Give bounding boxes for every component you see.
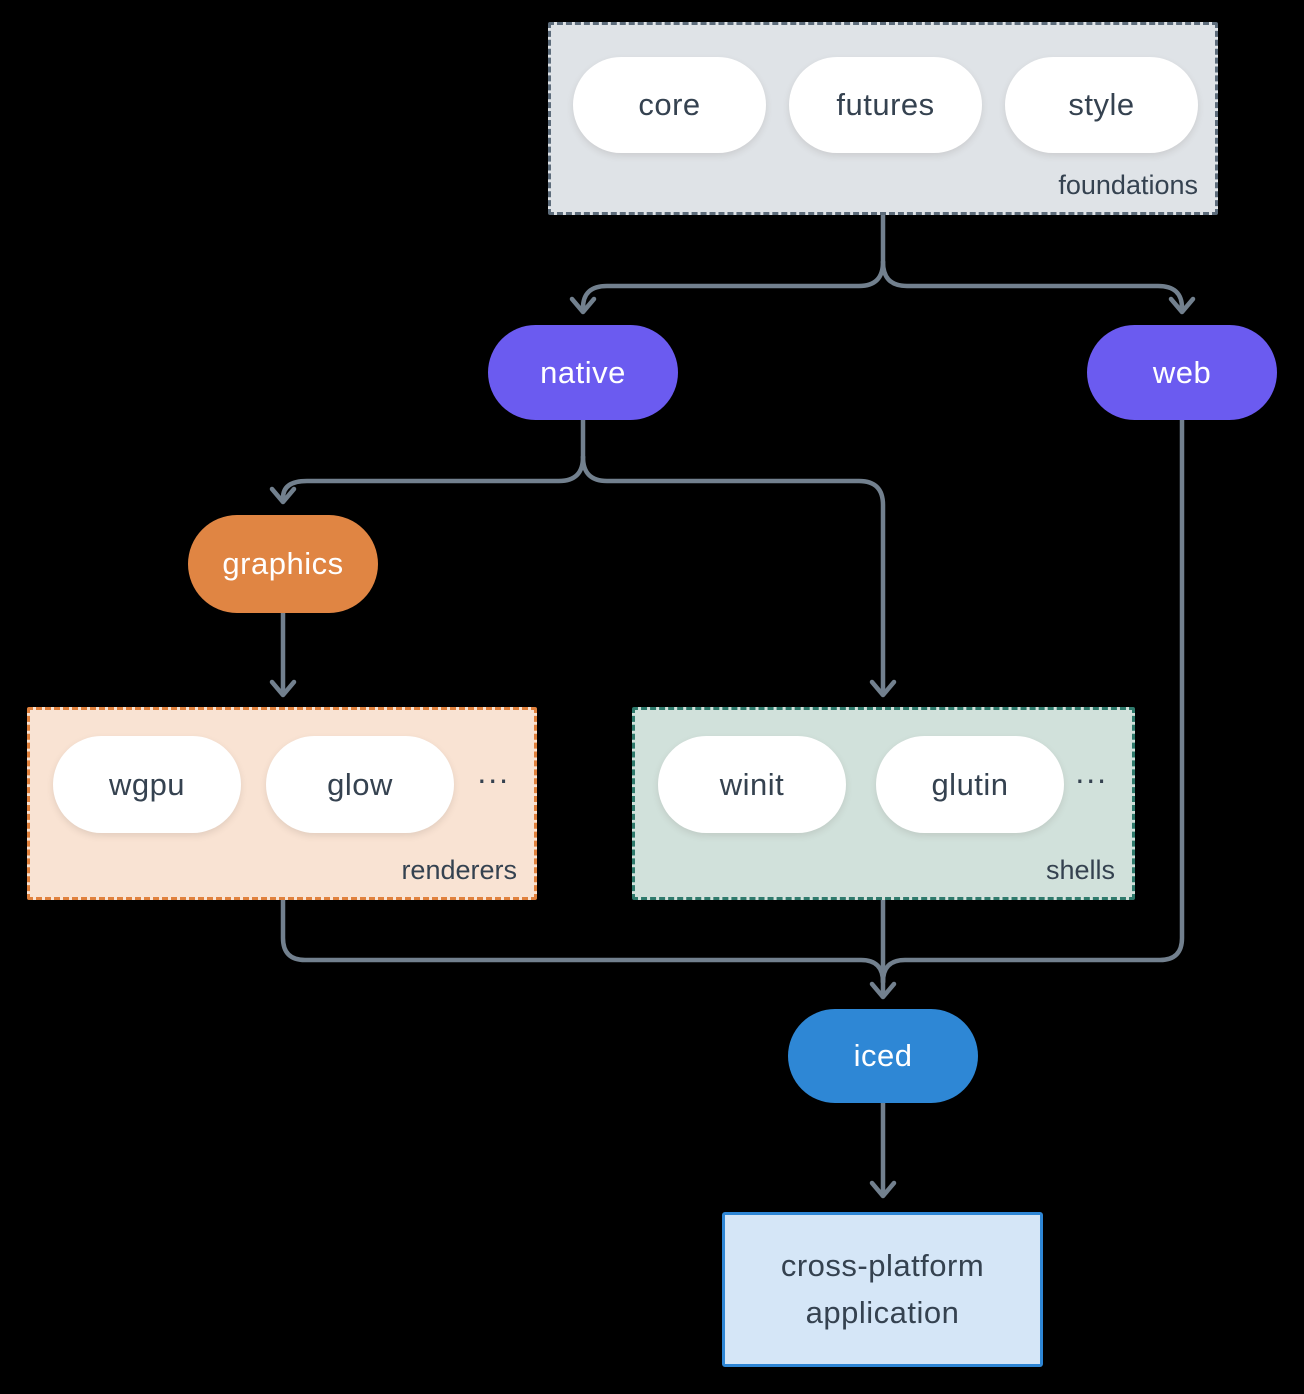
group-shells: winit glutin ... shells (632, 707, 1135, 900)
group-foundations: core futures style foundations (548, 22, 1218, 215)
shells-ellipsis: ... (1075, 754, 1108, 790)
node-application: cross-platform application (722, 1212, 1043, 1367)
edge-native-graphics (269, 454, 586, 505)
group-renderers: wgpu glow ... renderers (27, 707, 537, 900)
renderers-ellipsis: ... (477, 754, 510, 790)
node-native: native (488, 325, 678, 420)
application-label-line2: application (805, 1294, 960, 1330)
group-foundations-label: foundations (1058, 170, 1198, 200)
application-label-line1: cross-platform (780, 1248, 985, 1283)
group-renderers-label: renderers (401, 855, 517, 885)
node-futures: futures (789, 57, 982, 153)
group-shells-label: shells (1045, 855, 1115, 885)
node-style: style (1005, 57, 1198, 153)
node-iced: iced (788, 1009, 978, 1103)
edge-renderers-merge (280, 897, 886, 985)
node-graphics: graphics (188, 515, 378, 613)
edge-native-shells (580, 454, 897, 698)
node-web: web (1087, 325, 1277, 420)
node-glow: glow (266, 736, 454, 833)
node-winit: winit (658, 736, 846, 833)
node-core: core (573, 57, 766, 153)
edge-foundations-native (569, 259, 886, 315)
node-glutin: glutin (876, 736, 1064, 833)
node-wgpu: wgpu (53, 736, 241, 833)
edge-foundations-web (880, 259, 1196, 315)
